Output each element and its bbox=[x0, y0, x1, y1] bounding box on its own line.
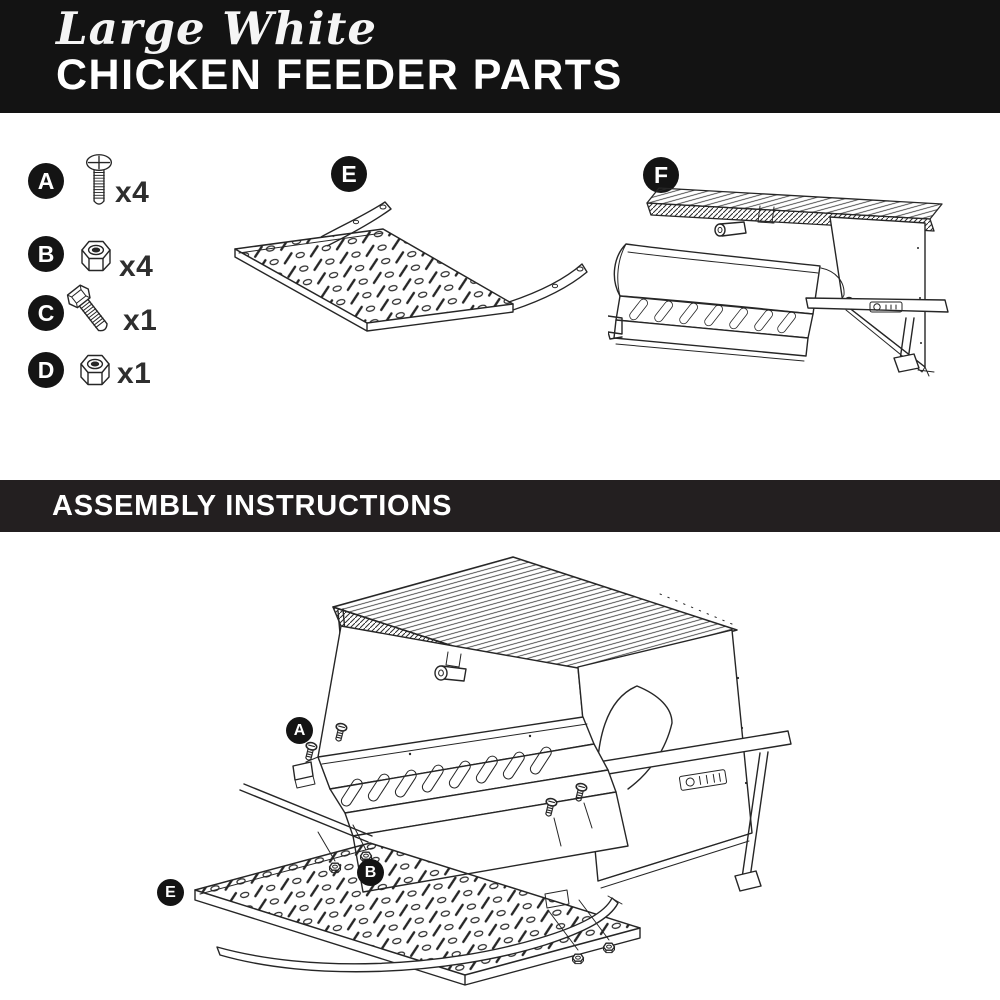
part-letter-e: E bbox=[341, 160, 357, 187]
feeder-body-figure: F bbox=[608, 148, 993, 393]
assembly-callout-letter-e: E bbox=[165, 883, 176, 901]
part-qty-d: x1 bbox=[117, 357, 152, 390]
part-qty-c: x1 bbox=[123, 304, 158, 337]
assembly-callout-e: E bbox=[157, 879, 184, 906]
part-label-e: E bbox=[331, 156, 367, 192]
part-letter-d: D bbox=[37, 356, 55, 383]
feeder-side-arm bbox=[805, 297, 949, 377]
assembly-callout-b: B bbox=[357, 859, 384, 886]
treadle-step-plate-figure: E bbox=[225, 152, 595, 342]
assembly-callout-letter-a: A bbox=[293, 721, 306, 739]
hardware-list: A x4 B x4 C x1 D x1 bbox=[0, 113, 230, 413]
feeder-trough bbox=[608, 295, 814, 362]
header-subtitle-script: Large White bbox=[56, 2, 378, 55]
treadle-rear-rail bbox=[508, 263, 588, 311]
assembly-screws-a bbox=[302, 721, 593, 847]
part-label-a: A bbox=[28, 163, 64, 199]
assembly-section-banner: ASSEMBLY INSTRUCTIONS bbox=[0, 480, 1000, 532]
phillips-pan-head-screw-icon bbox=[85, 154, 113, 205]
assembly-callout-a: A bbox=[286, 717, 313, 744]
header-banner: Large White CHICKEN FEEDER PARTS bbox=[0, 0, 1000, 113]
assembly-side-arm bbox=[565, 730, 792, 892]
assembly-bottom-rail bbox=[216, 895, 623, 973]
assembly-section-heading: ASSEMBLY INSTRUCTIONS bbox=[52, 490, 453, 522]
part-letter-b: B bbox=[37, 240, 55, 267]
feeder-hood bbox=[613, 243, 855, 315]
assembly-diagram-drawing bbox=[194, 556, 792, 986]
assembly-lid-handle bbox=[434, 651, 467, 682]
part-qty-a: x4 bbox=[115, 176, 150, 209]
treadle-step-plate-drawing bbox=[234, 201, 588, 332]
assembly-nuts-b bbox=[317, 824, 373, 874]
hex-nut-icon bbox=[81, 240, 111, 272]
hex-nut-icon bbox=[80, 354, 110, 386]
feeder-body-drawing bbox=[608, 187, 949, 377]
page-title: CHICKEN FEEDER PARTS bbox=[56, 51, 623, 99]
part-letter-a: A bbox=[37, 167, 55, 194]
part-label-d: D bbox=[28, 352, 64, 388]
feeder-lid-handle bbox=[714, 221, 747, 237]
part-letter-f: F bbox=[653, 161, 669, 188]
part-letter-c: C bbox=[37, 299, 55, 326]
assembly-diagram: A B E bbox=[157, 548, 820, 1000]
part-label-c: C bbox=[28, 295, 64, 331]
assembly-left-bracket bbox=[239, 761, 373, 843]
treadle-plate-surface bbox=[234, 228, 514, 332]
part-qty-b: x4 bbox=[119, 250, 154, 283]
part-label-f: F bbox=[643, 157, 679, 193]
assembly-callout-letter-b: B bbox=[364, 863, 377, 881]
hex-head-bolt-icon bbox=[66, 284, 108, 332]
part-label-b: B bbox=[28, 236, 64, 272]
